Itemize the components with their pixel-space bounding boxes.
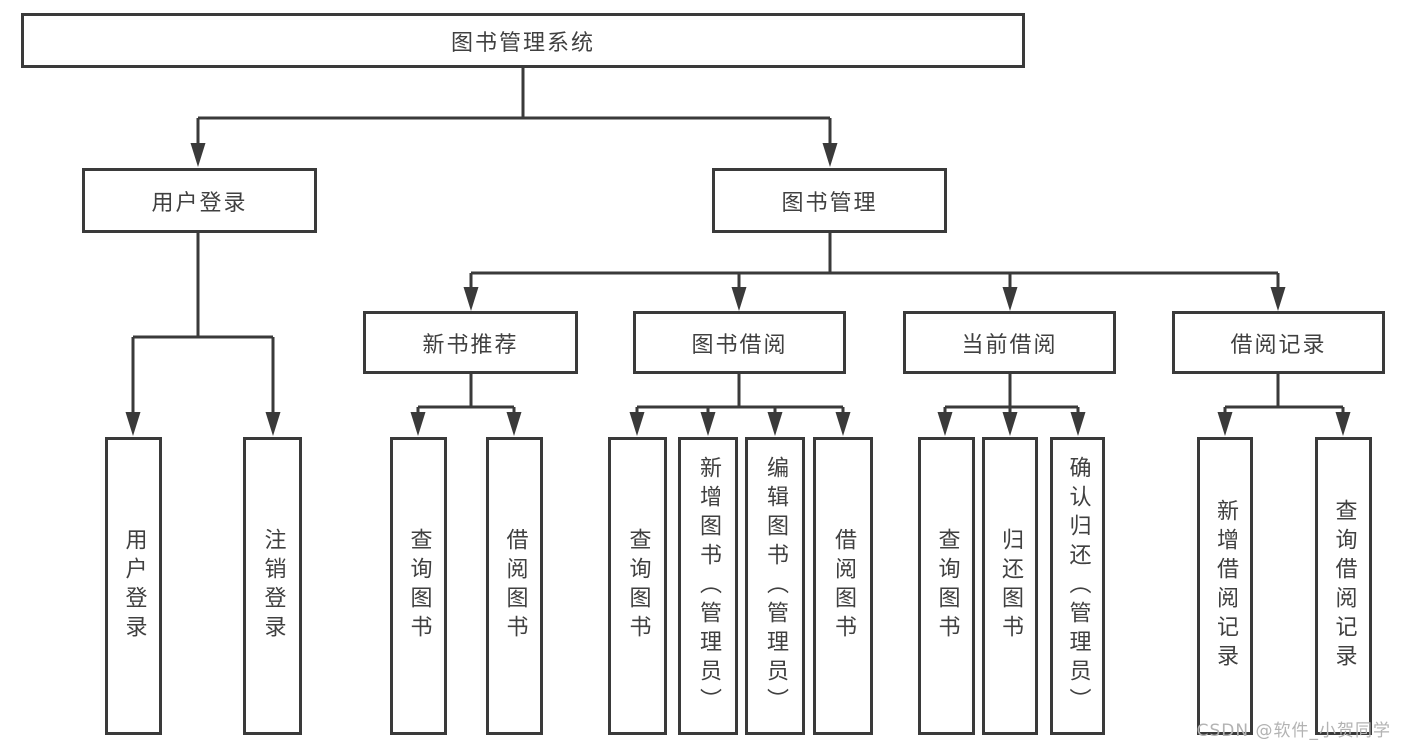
- node-borrow-records: 借阅记录: [1172, 311, 1385, 374]
- leaf-return-books: 归还图书: [982, 437, 1038, 735]
- leaf-logout-label: 注销登录: [260, 528, 286, 644]
- leaf-return-books-label: 归还图书: [998, 528, 1023, 644]
- arrowhead: [265, 412, 281, 436]
- arrowhead: [835, 412, 851, 436]
- leaf-add-borrow-record-label: 新增借阅记录: [1213, 499, 1238, 673]
- node-current-borrowing: 当前借阅: [903, 311, 1116, 374]
- leaf-query-borrow-record: 查询借阅记录: [1315, 437, 1372, 735]
- arrowhead: [506, 412, 522, 436]
- node-book-borrowing: 图书借阅: [633, 311, 846, 374]
- leaf-logout: 注销登录: [243, 437, 302, 735]
- leaf-confirm-return-admin: 确认归还（管理员）: [1050, 437, 1105, 735]
- arrowhead: [1070, 412, 1086, 436]
- arrowhead: [937, 412, 953, 436]
- leaf-edit-books-admin: 编辑图书（管理员）: [745, 437, 805, 735]
- arrowhead: [767, 412, 783, 436]
- node-new-book-recommend: 新书推荐: [363, 311, 578, 374]
- arrowhead: [700, 412, 716, 436]
- node-user-login: 用户登录: [82, 168, 317, 233]
- arrowhead: [125, 412, 141, 436]
- leaf-confirm-return-admin-label: 确认归还（管理员）: [1065, 455, 1091, 717]
- arrowhead: [1270, 287, 1286, 311]
- arrowheads: [125, 143, 1351, 436]
- arrowhead: [1002, 412, 1018, 436]
- leaf-query-borrow-record-label: 查询借阅记录: [1331, 499, 1357, 673]
- node-library-management-system: 图书管理系统: [21, 13, 1025, 68]
- leaf-user-login-label: 用户登录: [121, 528, 147, 644]
- leaf-add-books-admin-label: 新增图书（管理员）: [696, 455, 721, 717]
- leaf-query-books-3-label: 查询图书: [934, 528, 960, 644]
- leaf-borrow-books-1: 借阅图书: [486, 437, 543, 735]
- arrowhead: [629, 412, 645, 436]
- leaf-query-books-2: 查询图书: [608, 437, 667, 735]
- leaf-user-login: 用户登录: [105, 437, 162, 735]
- arrowhead: [1002, 287, 1018, 311]
- leaf-query-books-2-label: 查询图书: [625, 528, 651, 644]
- leaf-borrow-books-2: 借阅图书: [813, 437, 873, 735]
- csdn-watermark: CSDN @软件_小贺同学: [1196, 721, 1391, 741]
- leaf-edit-books-admin-label: 编辑图书（管理员）: [763, 455, 788, 717]
- arrowhead: [1335, 412, 1351, 436]
- leaf-add-books-admin: 新增图书（管理员）: [678, 437, 738, 735]
- leaf-add-borrow-record: 新增借阅记录: [1197, 437, 1253, 735]
- leaf-query-books-3: 查询图书: [918, 437, 975, 735]
- arrowhead: [410, 412, 426, 436]
- leaf-query-books-1-label: 查询图书: [406, 528, 432, 644]
- leaf-borrow-books-1-label: 借阅图书: [502, 528, 528, 644]
- node-book-management: 图书管理: [712, 168, 947, 233]
- arrowhead: [190, 143, 206, 167]
- arrowhead: [463, 287, 479, 311]
- arrowhead: [1217, 412, 1233, 436]
- arrowhead: [822, 143, 838, 167]
- arrowhead: [731, 287, 747, 311]
- leaf-borrow-books-2-label: 借阅图书: [831, 528, 856, 644]
- leaf-query-books-1: 查询图书: [390, 437, 447, 735]
